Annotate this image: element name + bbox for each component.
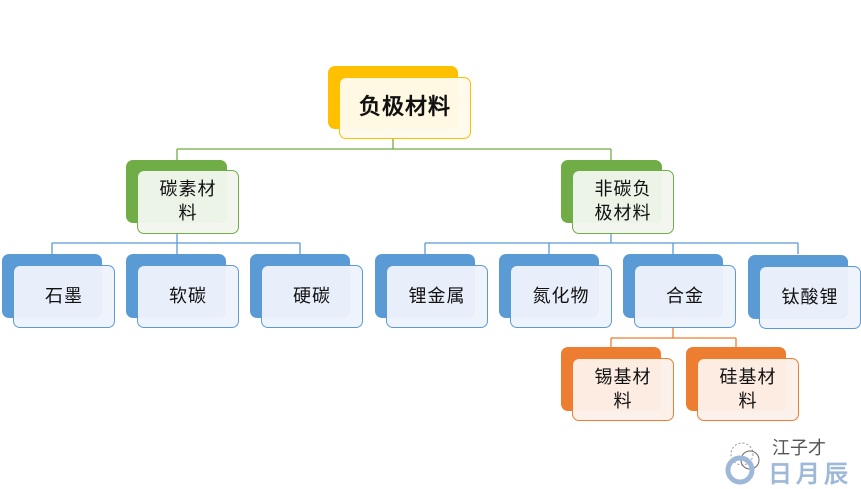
node-label: 合金 <box>666 285 704 307</box>
category-label: 非碳负极材料 <box>594 179 652 224</box>
watermark: 江子才 日月辰 <box>724 438 861 488</box>
root-label: 负极材料 <box>358 95 451 120</box>
watermark-author: 江子才 <box>772 438 826 459</box>
node-label: 氮化物 <box>532 285 590 307</box>
watermark-brand: 日月辰 <box>768 460 852 488</box>
node-label: 硬碳 <box>293 285 331 307</box>
node-label: 石墨 <box>45 285 83 307</box>
node-label: 锡基材料 <box>594 366 652 412</box>
node-label: 锂金属 <box>408 285 466 307</box>
wechat-icon <box>725 442 760 485</box>
node-label: 硅基材料 <box>719 366 777 412</box>
category-label: 碳素材料 <box>159 179 217 224</box>
node-label: 软碳 <box>169 285 207 307</box>
node-label: 钛酸锂 <box>781 286 839 308</box>
